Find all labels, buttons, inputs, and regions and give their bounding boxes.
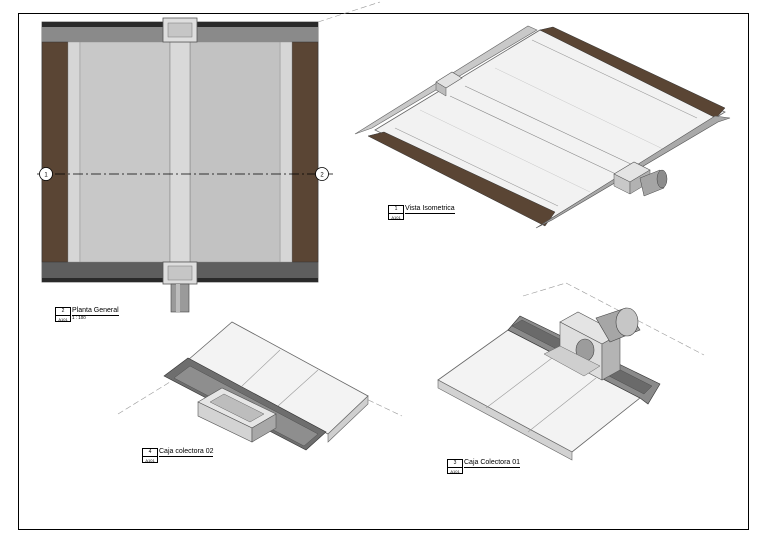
view-tag-iso-bubble: 1 A101 <box>388 205 404 220</box>
view-tag-plan[interactable]: 2 A101 Planta General 1 : 100 <box>55 307 119 322</box>
isometric-view[interactable] <box>354 25 731 229</box>
view-tag-iso-sheet: A101 <box>391 215 401 220</box>
grid-marker-left-label: 1 <box>44 173 48 179</box>
view-tag-iso-number: 1 <box>389 206 403 214</box>
view-tag-plan-number: 2 <box>56 308 70 316</box>
view-tag-box01[interactable]: 3 A101 Caja Colectora 01 <box>447 459 521 474</box>
view-tag-plan-bubble: 2 A101 <box>55 307 71 322</box>
iso-wood-band-right <box>539 26 726 119</box>
view-tag-box02-title: Caja colectora 02 <box>159 448 214 457</box>
collector-box-02-view[interactable] <box>163 321 369 451</box>
view-tag-plan-sheet: A101 <box>58 317 68 322</box>
view-tag-box01-number: 3 <box>448 460 462 468</box>
collector-box-01-view[interactable] <box>437 307 661 461</box>
grid-marker-left[interactable]: 1 <box>39 167 53 181</box>
plan-center-channel <box>169 41 191 263</box>
iso-wood-band-left <box>367 131 556 227</box>
view-tag-box02-number: 4 <box>143 449 157 457</box>
grid-marker-right[interactable]: 2 <box>315 167 329 181</box>
view-tag-iso[interactable]: 1 A101 Vista Isometrica <box>388 205 455 220</box>
view-tag-box01-sheet: A101 <box>450 469 460 474</box>
view-tag-iso-title: Vista Isometrica <box>405 205 455 214</box>
plan-right-wood-band <box>291 41 319 263</box>
view-tag-box02-bubble: 4 A101 <box>142 448 158 463</box>
plan-view[interactable]: 1 2 <box>37 17 333 313</box>
grid-marker-right-label: 2 <box>320 173 324 179</box>
view-tag-box02-sheet: A101 <box>145 458 155 463</box>
view-tag-plan-scale: 1 : 100 <box>72 315 86 320</box>
view-tag-box01-bubble: 3 A101 <box>447 459 463 474</box>
view-tag-box02[interactable]: 4 A101 Caja colectora 02 <box>142 448 214 463</box>
view-tag-box01-title: Caja Colectora 01 <box>464 459 521 468</box>
plan-left-wood-band <box>41 41 69 263</box>
view-tag-plan-title: Planta General <box>72 307 119 316</box>
